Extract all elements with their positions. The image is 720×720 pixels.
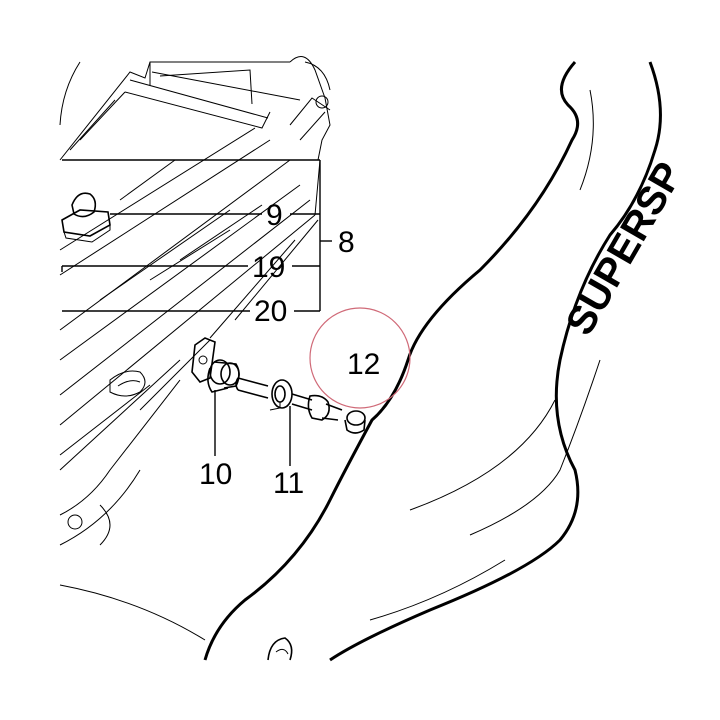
callout-10: 10 xyxy=(199,458,232,491)
callout-20: 20 xyxy=(254,295,287,328)
callout-9: 9 xyxy=(266,199,283,232)
brand-lettering: SUPERSP xyxy=(558,155,692,343)
part-11-bolt xyxy=(235,377,343,421)
callout-8: 8 xyxy=(338,226,355,259)
part-12-cap xyxy=(344,410,366,434)
part-9-clip-nut xyxy=(61,192,111,243)
part-10-bushing xyxy=(207,359,240,393)
leader-lines xyxy=(61,159,332,466)
callout-11: 11 xyxy=(273,467,304,500)
body-panel-outline xyxy=(203,61,662,662)
callout-12: 12 xyxy=(347,348,380,381)
highlight-circle xyxy=(309,307,411,409)
frame-line-art xyxy=(59,56,331,641)
callout-19: 19 xyxy=(252,251,285,284)
